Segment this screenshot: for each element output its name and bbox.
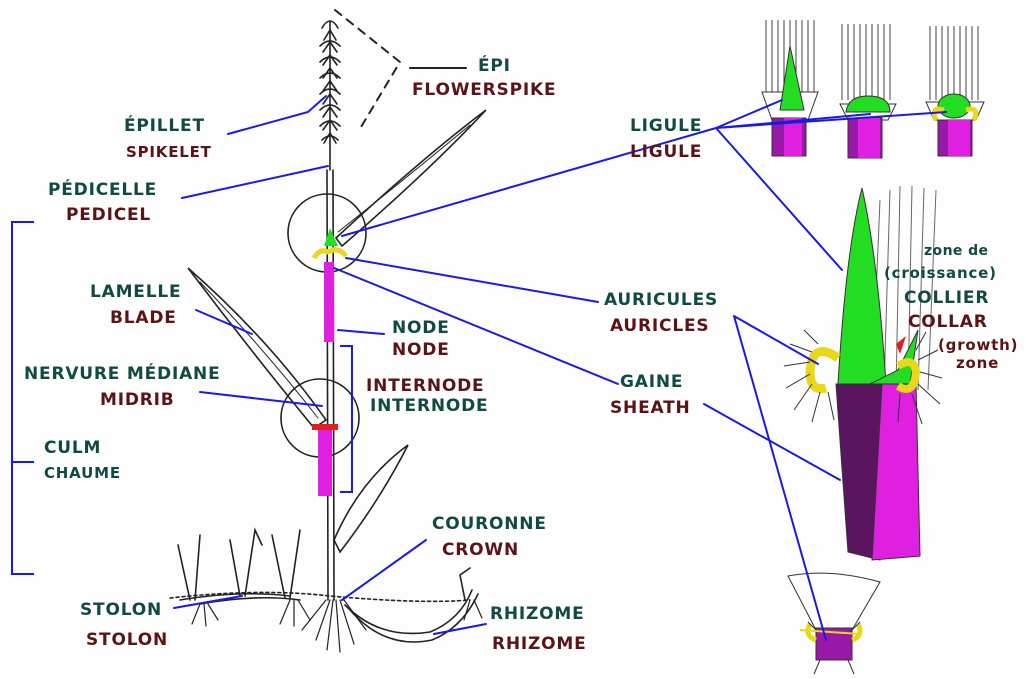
label-node-en: NODE [392,342,450,359]
label-internode-fr: INTERNODE [366,378,484,395]
stem-colored-parts [312,228,346,496]
leader-stolon [174,596,242,608]
leader-auricules [346,258,826,640]
label-flowerspike: FLOWERSPIKE [412,82,556,99]
label-node-fr: NODE [392,320,450,337]
label-zone-de: zone de [924,244,988,258]
label-croissance: (croissance) [884,266,997,281]
label-rhizome-en: RHIZOME [492,636,587,653]
label-epillet: ÉPILLET [124,118,205,135]
label-pedicel: PEDICEL [66,207,151,224]
lower-leaf-blade [334,445,408,552]
label-chaume: CHAUME [44,466,121,481]
label-ligule-fr: LIGULE [630,118,702,135]
leader-epillet [228,96,326,134]
panel-ligule-1 [762,20,818,156]
label-sheath: SHEATH [610,400,691,417]
roots [192,600,482,652]
label-ligule-en: LIGULE [630,144,702,161]
lower-collar-red [312,424,338,430]
label-midrib: MIDRIB [100,392,175,409]
label-lamelle: LAMELLE [90,284,181,301]
label-auricules: AURICULES [604,292,718,309]
label-culm: CULM [44,440,101,457]
internode-bracket [340,346,352,492]
panel-ligule-2 [840,24,896,158]
label-nervure: NERVURE MÉDIANE [24,366,220,383]
auricle-detail [788,573,880,674]
label-gaine: GAINE [620,374,683,391]
leader-couronne [342,540,426,600]
label-internode-en: INTERNODE [370,398,488,415]
culm-bracket [12,222,34,574]
ligule-detail-panels [762,20,984,158]
label-spikelet: SPIKELET [126,145,212,160]
collar-auricle-left [810,352,838,389]
spike-bracket [335,10,400,132]
label-blade: BLADE [110,310,177,327]
rhizome-runner [345,590,478,642]
label-crown: CROWN [442,542,519,559]
label-couronne: COURONNE [432,516,547,533]
label-epi: ÉPI [478,58,511,75]
leader-node [338,330,384,334]
label-pedicelle: PÉDICELLE [48,182,157,199]
leader-pedicelle [182,166,328,198]
label-stolon-en: STOLON [86,632,168,649]
label-growth: (growth) [938,338,1018,353]
label-auricles: AURICLES [610,318,709,335]
upper-auricle-yellow [314,250,346,258]
label-collar: COLLAR [908,314,988,331]
label-zone: zone [956,356,999,371]
upper-sheath-magenta [324,262,334,342]
upper-ligule-green [324,228,338,246]
label-rhizome-fr: RHIZOME [490,606,585,623]
label-stolon-fr: STOLON [80,602,162,619]
panel-ligule-3 [926,26,984,156]
leader-lamelle [196,310,252,334]
collar-detail [784,186,942,560]
label-collier: COLLIER [904,290,989,307]
leader-nervure [200,392,322,406]
lower-sheath-magenta [318,430,332,496]
flower-spike [320,21,340,170]
